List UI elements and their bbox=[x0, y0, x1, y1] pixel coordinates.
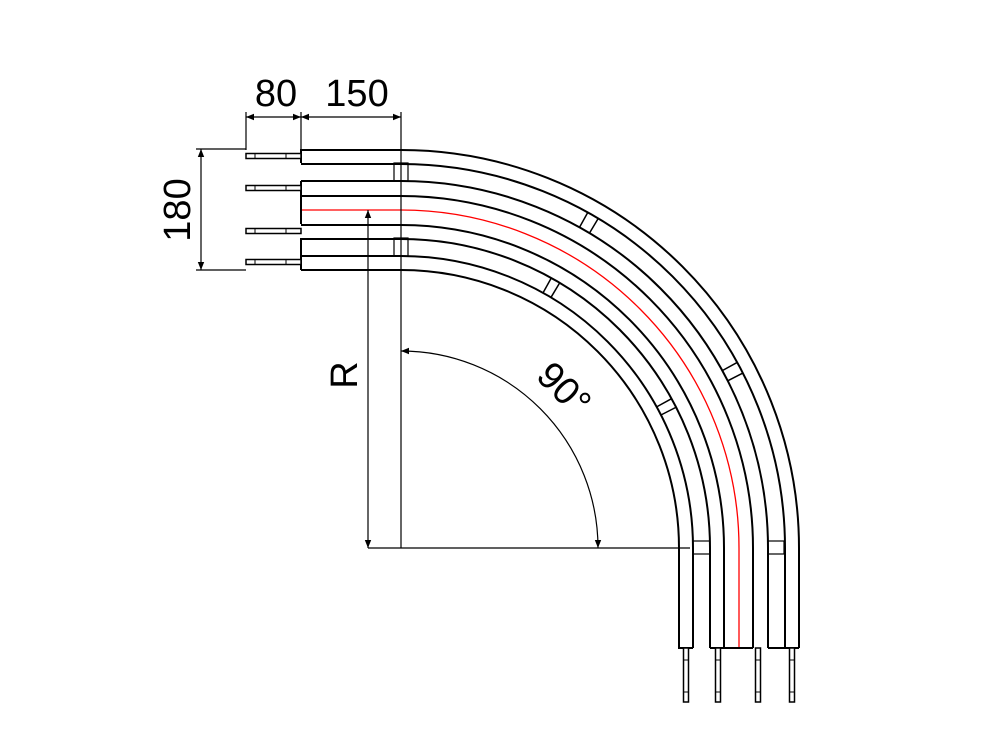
dimension-label-80: 80 bbox=[255, 73, 297, 115]
terminal-pin-bottom bbox=[788, 647, 796, 703]
arc-tick bbox=[550, 282, 561, 298]
dimension-label-150: 150 bbox=[325, 73, 388, 115]
terminal-pin-left bbox=[245, 184, 302, 192]
dimension-80: 80 bbox=[246, 73, 301, 121]
arc-tick bbox=[656, 398, 672, 408]
conductor-arc bbox=[400, 195, 754, 549]
terminal-pin-bottom bbox=[714, 647, 722, 703]
dimension-label-r: R bbox=[324, 361, 366, 388]
terminal-pin-left bbox=[245, 152, 302, 160]
conductor-arc bbox=[400, 180, 769, 549]
joint-blocks bbox=[393, 162, 785, 555]
arc-tick bbox=[727, 372, 744, 382]
arc-tick bbox=[588, 218, 599, 234]
conductor-arcs bbox=[400, 149, 800, 549]
conductor-arc bbox=[400, 149, 800, 549]
terminal-pin-bottom bbox=[754, 647, 762, 703]
conductor-arc bbox=[400, 238, 711, 549]
reference-lines bbox=[196, 112, 690, 549]
arc-tick bbox=[578, 212, 589, 228]
dimension-label-180: 180 bbox=[157, 178, 199, 241]
arc-separator-ticks bbox=[542, 212, 744, 416]
conductor-arc bbox=[400, 224, 725, 549]
arc-tick bbox=[542, 277, 552, 294]
terminal-pin-left bbox=[245, 227, 302, 235]
dimension-180: 180 bbox=[157, 149, 205, 270]
terminal-pin-bottom bbox=[682, 647, 690, 703]
terminal-pins bbox=[245, 152, 796, 703]
arc-tick bbox=[721, 361, 738, 372]
terminal-pin-left bbox=[245, 258, 302, 266]
conductor-arc bbox=[400, 255, 694, 549]
conductor-arc bbox=[400, 163, 786, 549]
neutral-arc bbox=[400, 209, 740, 549]
dimension-radius: R bbox=[324, 210, 372, 548]
dimension-label-90: 90° bbox=[528, 354, 598, 424]
conductor-straights bbox=[300, 149, 800, 649]
dimension-150: 150 bbox=[301, 73, 401, 121]
dimension-angle: 90° bbox=[400, 347, 602, 549]
arc-tick bbox=[660, 406, 677, 416]
